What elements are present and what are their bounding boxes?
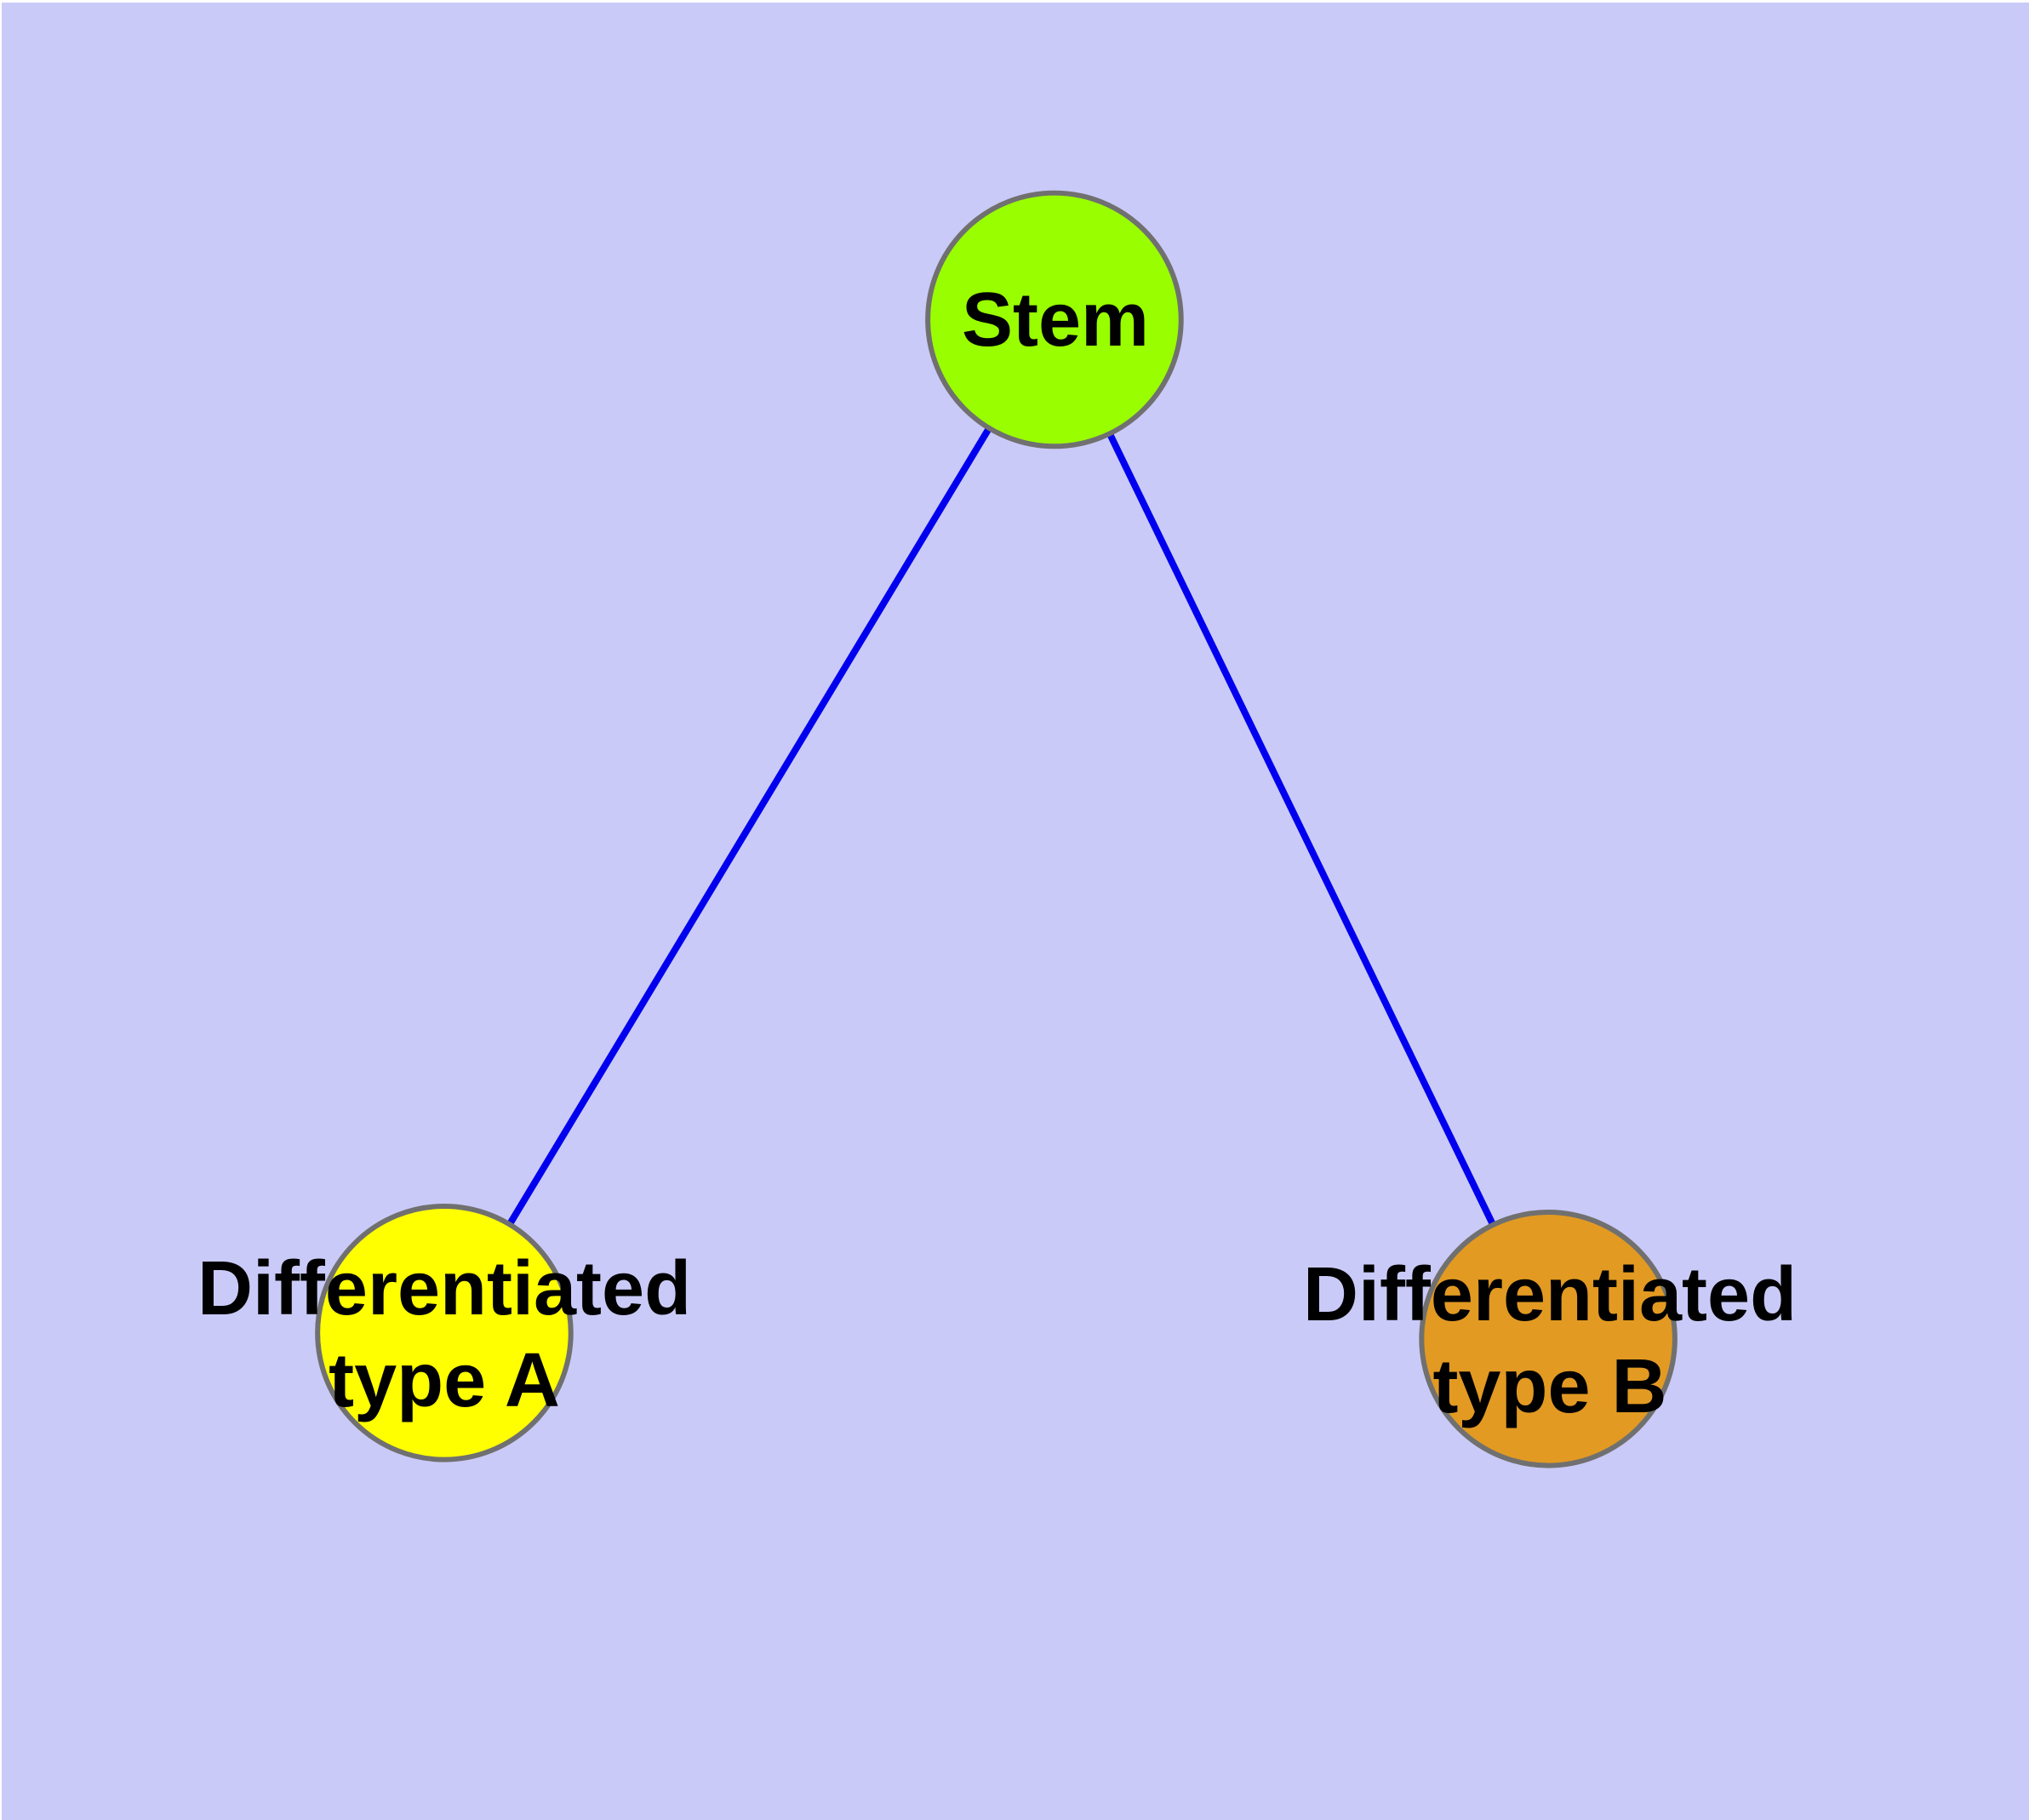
edge-stem-to-type-a: [441, 318, 1058, 1335]
node-differentiated-type-a[interactable]: [315, 1204, 574, 1462]
node-stem[interactable]: [925, 190, 1184, 449]
node-differentiated-type-b[interactable]: [1419, 1210, 1677, 1468]
edge-stem-to-type-b: [1051, 318, 1552, 1341]
graph-svg: [315, 190, 1677, 1468]
